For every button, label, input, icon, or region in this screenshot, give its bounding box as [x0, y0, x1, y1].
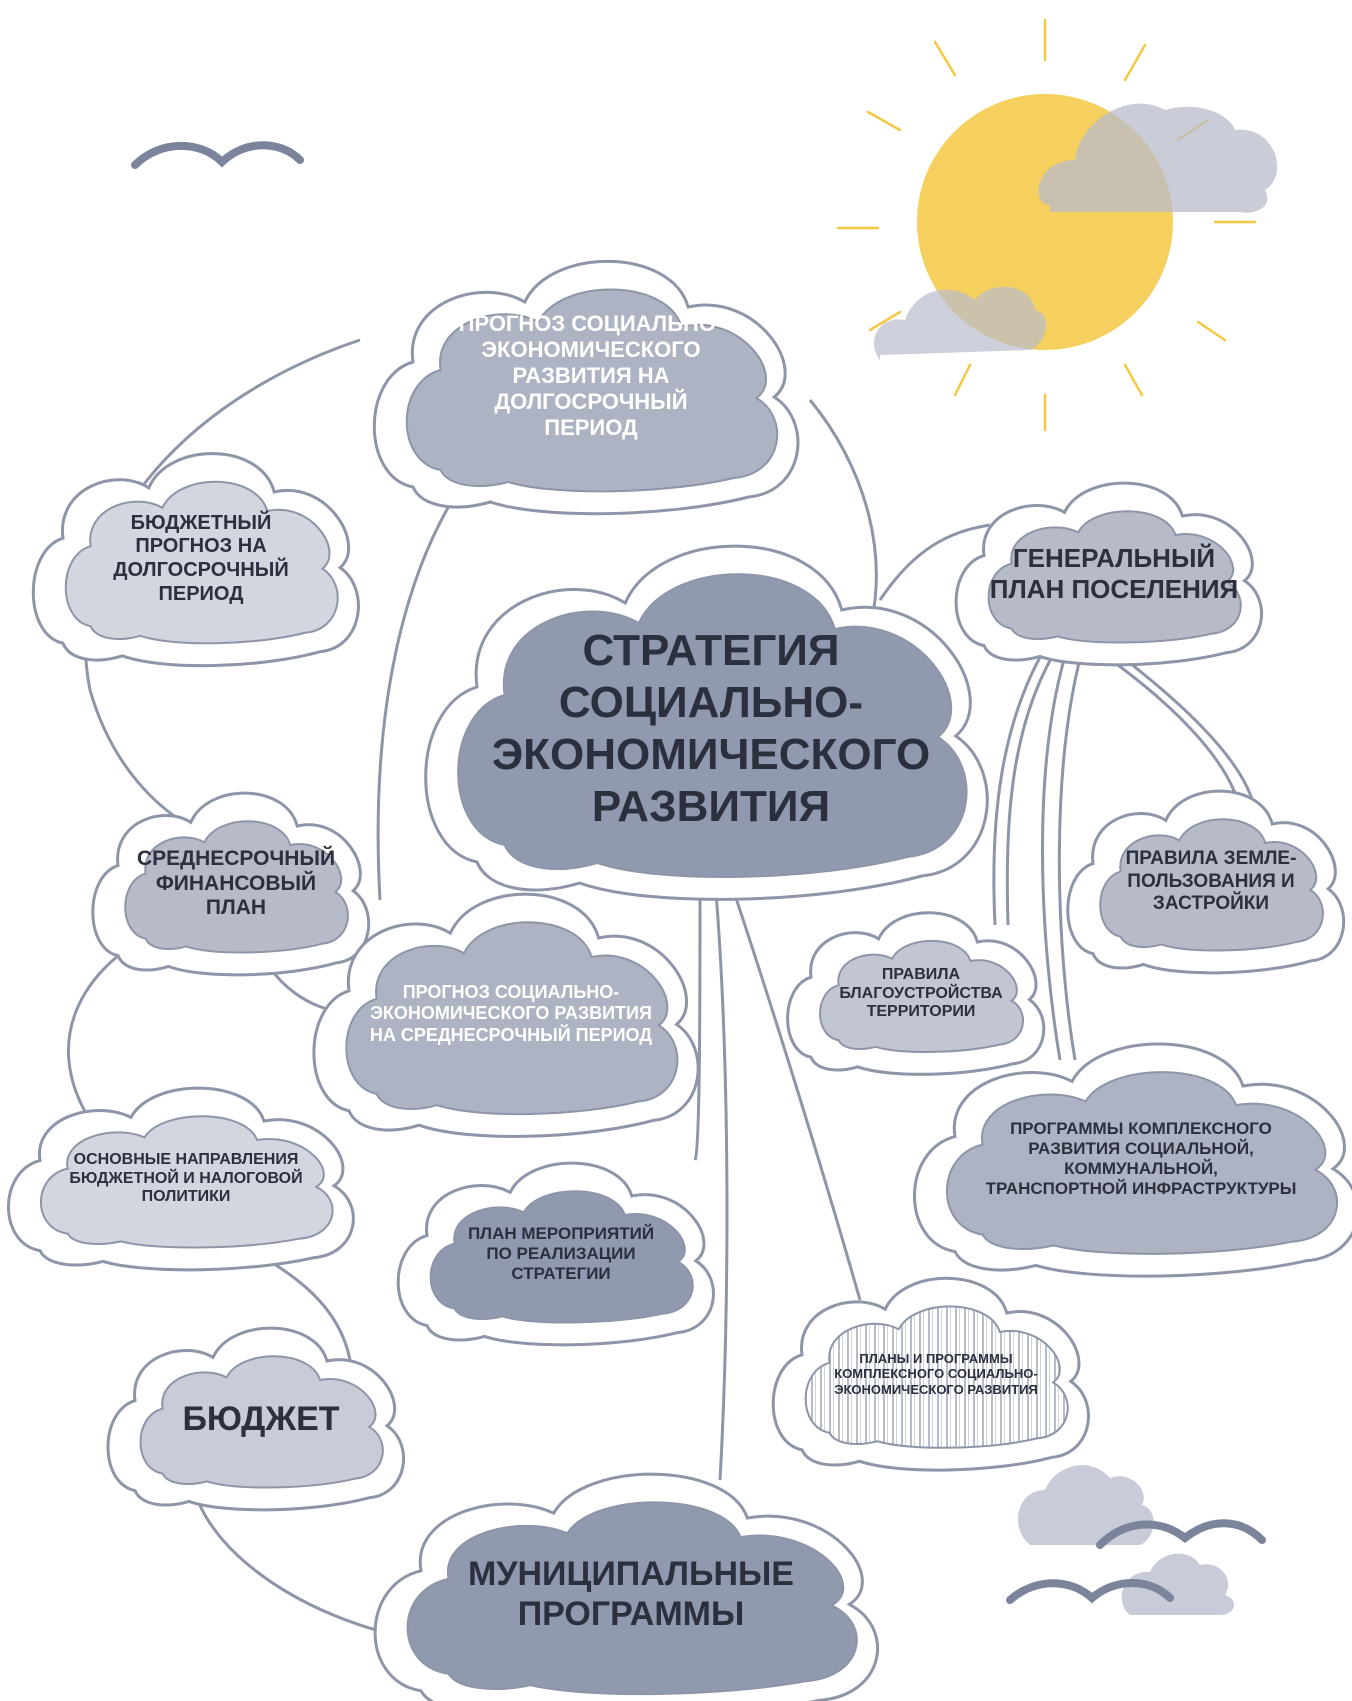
cloud-budget-forecast	[31, 452, 360, 668]
node-label-municipal-programs: МУНИЦИПАЛЬНЫЕ ПРОГРАММЫ	[468, 1554, 794, 1633]
sun-icon	[836, 18, 1257, 432]
node-label-general-plan: ГЕНЕРАЛЬНЫЙ ПЛАН ПОСЕЛЕНИЯ	[989, 543, 1239, 604]
node-label-budget-tax-policy: ОСНОВНЫЕ НАПРАВЛЕНИЯ БЮДЖЕТНОЙ И НАЛОГОВ…	[69, 1150, 303, 1206]
cloud-improvement-rules	[786, 911, 1046, 1076]
cloud-budget	[106, 1326, 406, 1512]
cloud-midterm-fin-plan	[91, 791, 370, 977]
node-label-action-plan: ПЛАН МЕРОПРИЯТИЙ ПО РЕАЛИЗАЦИИ СТРАТЕГИИ	[467, 1223, 655, 1284]
decorative-cloud-sun-bottom	[874, 286, 1047, 360]
cloud-plans-programs	[771, 1276, 1090, 1472]
cloud-budget-tax-policy	[7, 1086, 355, 1272]
decorative-cloud-bottom-right	[1017, 1465, 1235, 1615]
node-label-budget-forecast: БЮДЖЕТНЫЙ ПРОГНОЗ НА ДОЛГОСРОЧНЫЙ ПЕРИОД	[113, 511, 289, 605]
node-label-forecast-long: ПРОГНОЗ СОЦИАЛЬНО- ЭКОНОМИЧЕСКОГО РАЗВИТ…	[458, 311, 724, 440]
cloud-forecast-long	[372, 259, 800, 516]
node-label-forecast-mid: ПРОГНОЗ СОЦИАЛЬНО- ЭКОНОМИЧЕСКОГО РАЗВИТ…	[369, 982, 653, 1045]
cloud-forecast-mid	[312, 892, 700, 1138]
node-label-strategy: СТРАТЕГИЯ СОЦИАЛЬНО- ЭКОНОМИЧЕСКОГО РАЗВ…	[491, 626, 931, 831]
decorative-cloud-sun-top	[1038, 103, 1278, 213]
node-label-complex-programs: ПРОГРАММЫ КОМПЛЕКСНОГО РАЗВИТИЯ СОЦИАЛЬН…	[985, 1118, 1297, 1199]
node-label-plans-programs: ПЛАНЫ И ПРОГРАММЫ КОМПЛЕКСНОГО СОЦИАЛЬНО…	[834, 1351, 1038, 1397]
bird-icon	[131, 141, 1266, 1604]
node-label-midterm-fin-plan: СРЕДНЕСРОЧНЫЙ ФИНАНСОВЫЙ ПЛАН	[136, 846, 336, 920]
cloud-general-plan	[954, 481, 1264, 667]
cloud-action-plan	[396, 1161, 715, 1347]
cloud-strategy	[424, 544, 989, 901]
cloud-complex-programs	[913, 1042, 1352, 1278]
node-label-improvement-rules: ПРАВИЛА БЛАГОУСТРОЙСТВА ТЕРРИТОРИИ	[839, 965, 1003, 1021]
cloud-municipal-programs	[373, 1472, 880, 1701]
node-label-budget: БЮДЖЕТ	[182, 1399, 340, 1438]
cloud-land-use-rules	[1066, 789, 1345, 975]
node-label-land-use-rules: ПРАВИЛА ЗЕМЛЕ- ПОЛЬЗОВАНИЯ И ЗАСТРОЙКИ	[1125, 848, 1297, 915]
